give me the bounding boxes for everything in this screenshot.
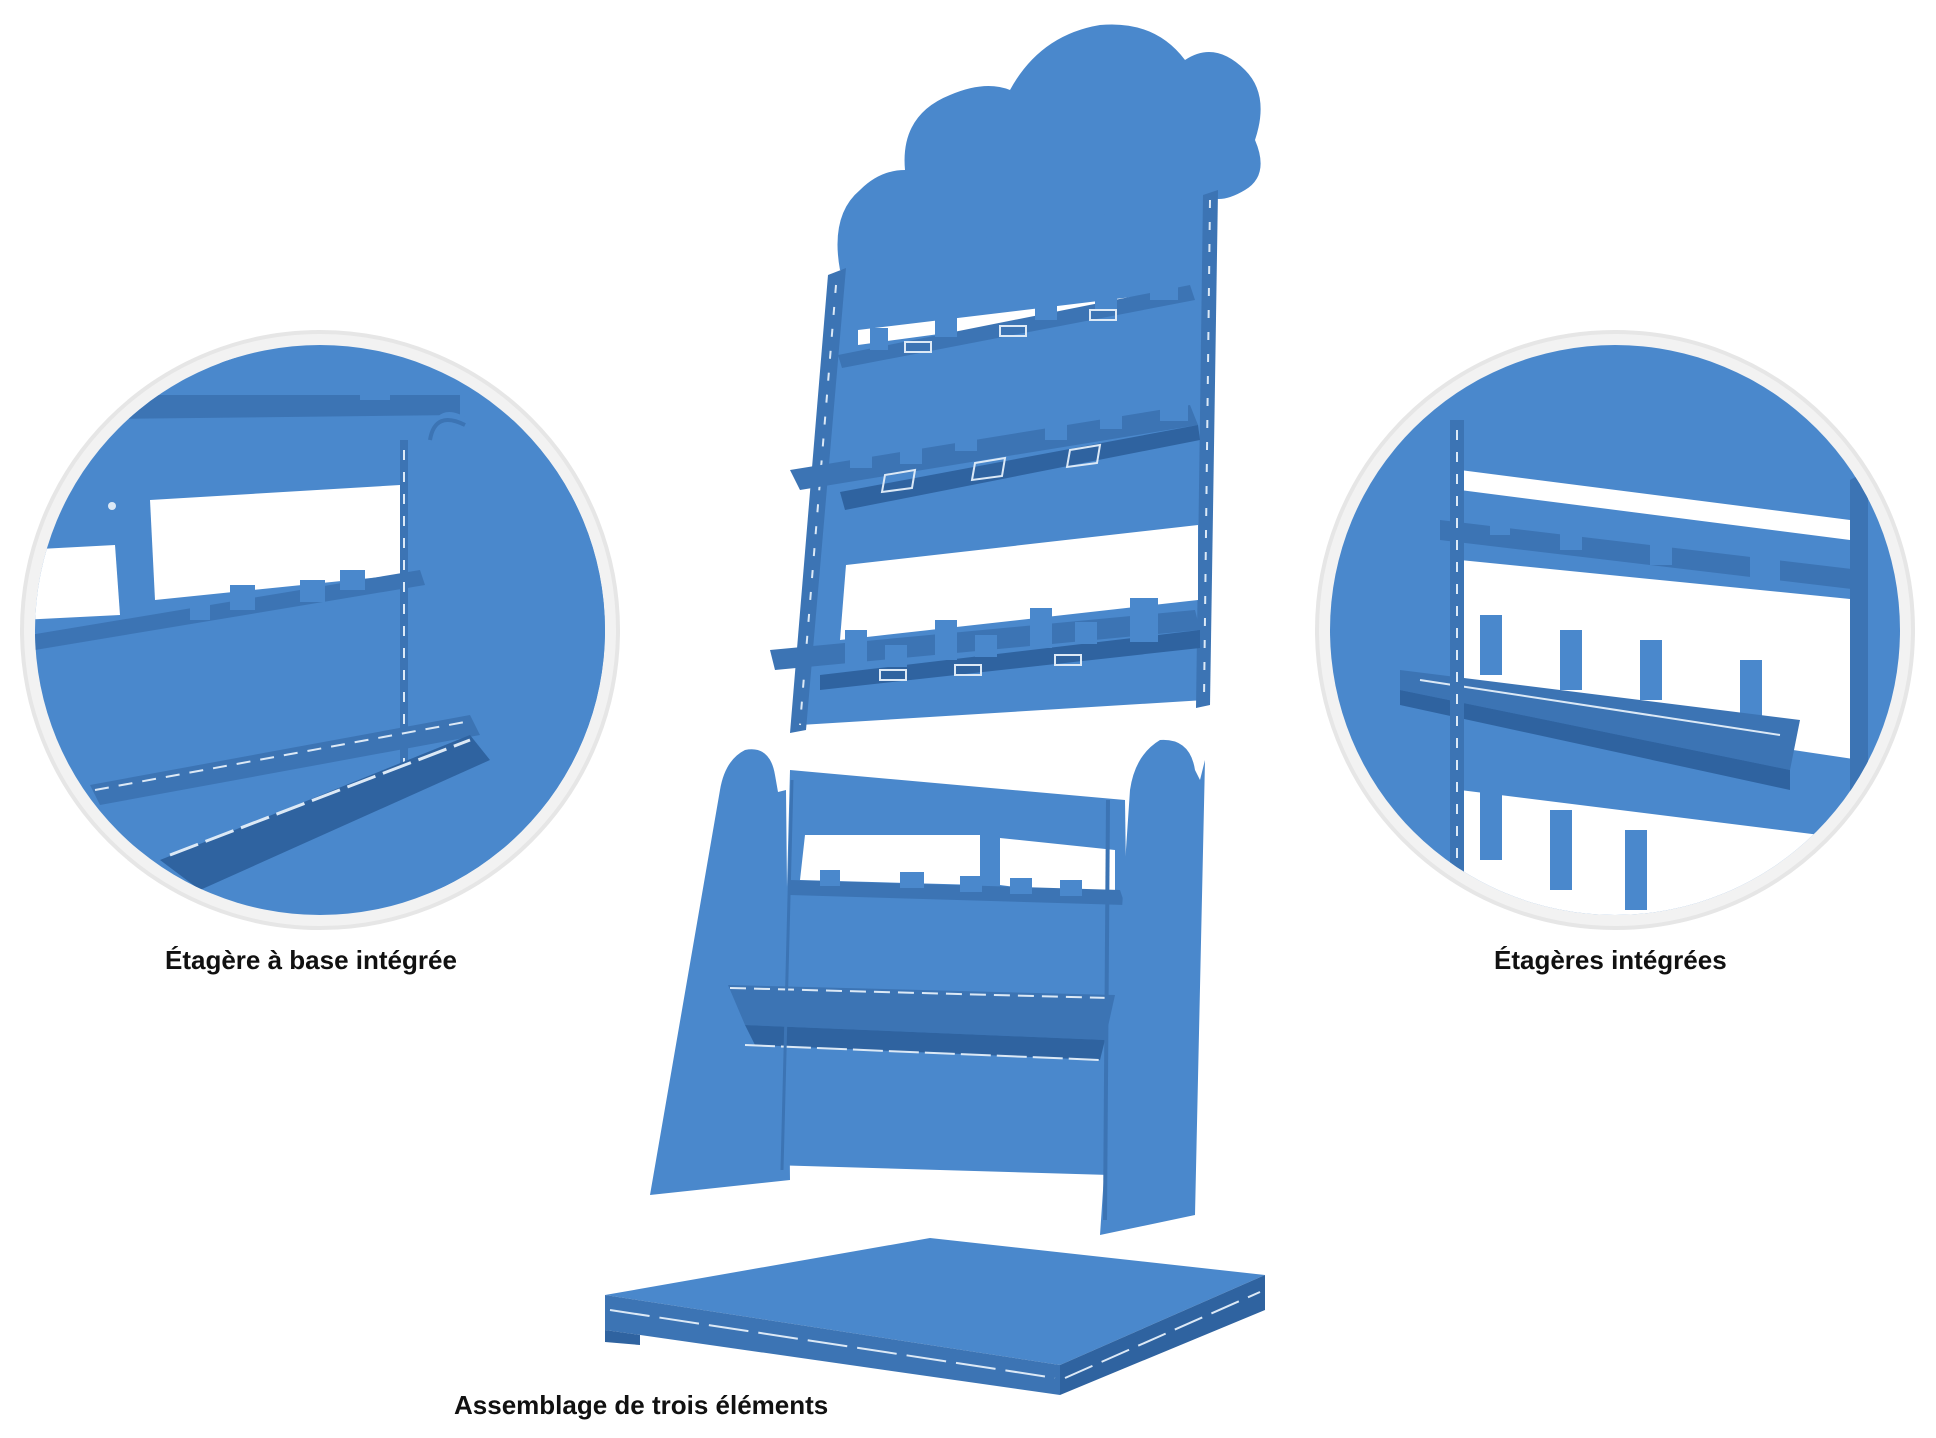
lower-left-side-panel (650, 749, 790, 1195)
caption-assembly: Assemblage de trois éléments (454, 1390, 829, 1420)
base-platform-top (605, 1238, 1265, 1365)
main-display-stand (605, 24, 1265, 1395)
caption-base-shelf: Étagère à base intégrée (165, 945, 457, 975)
zoom-circle-integrated-shelves (1315, 330, 1915, 930)
lower-right-side-panel (1100, 739, 1205, 1235)
zoom-circle-base-shelf (20, 330, 620, 930)
caption-integrated-shelves: Étagères intégrées (1494, 945, 1727, 975)
